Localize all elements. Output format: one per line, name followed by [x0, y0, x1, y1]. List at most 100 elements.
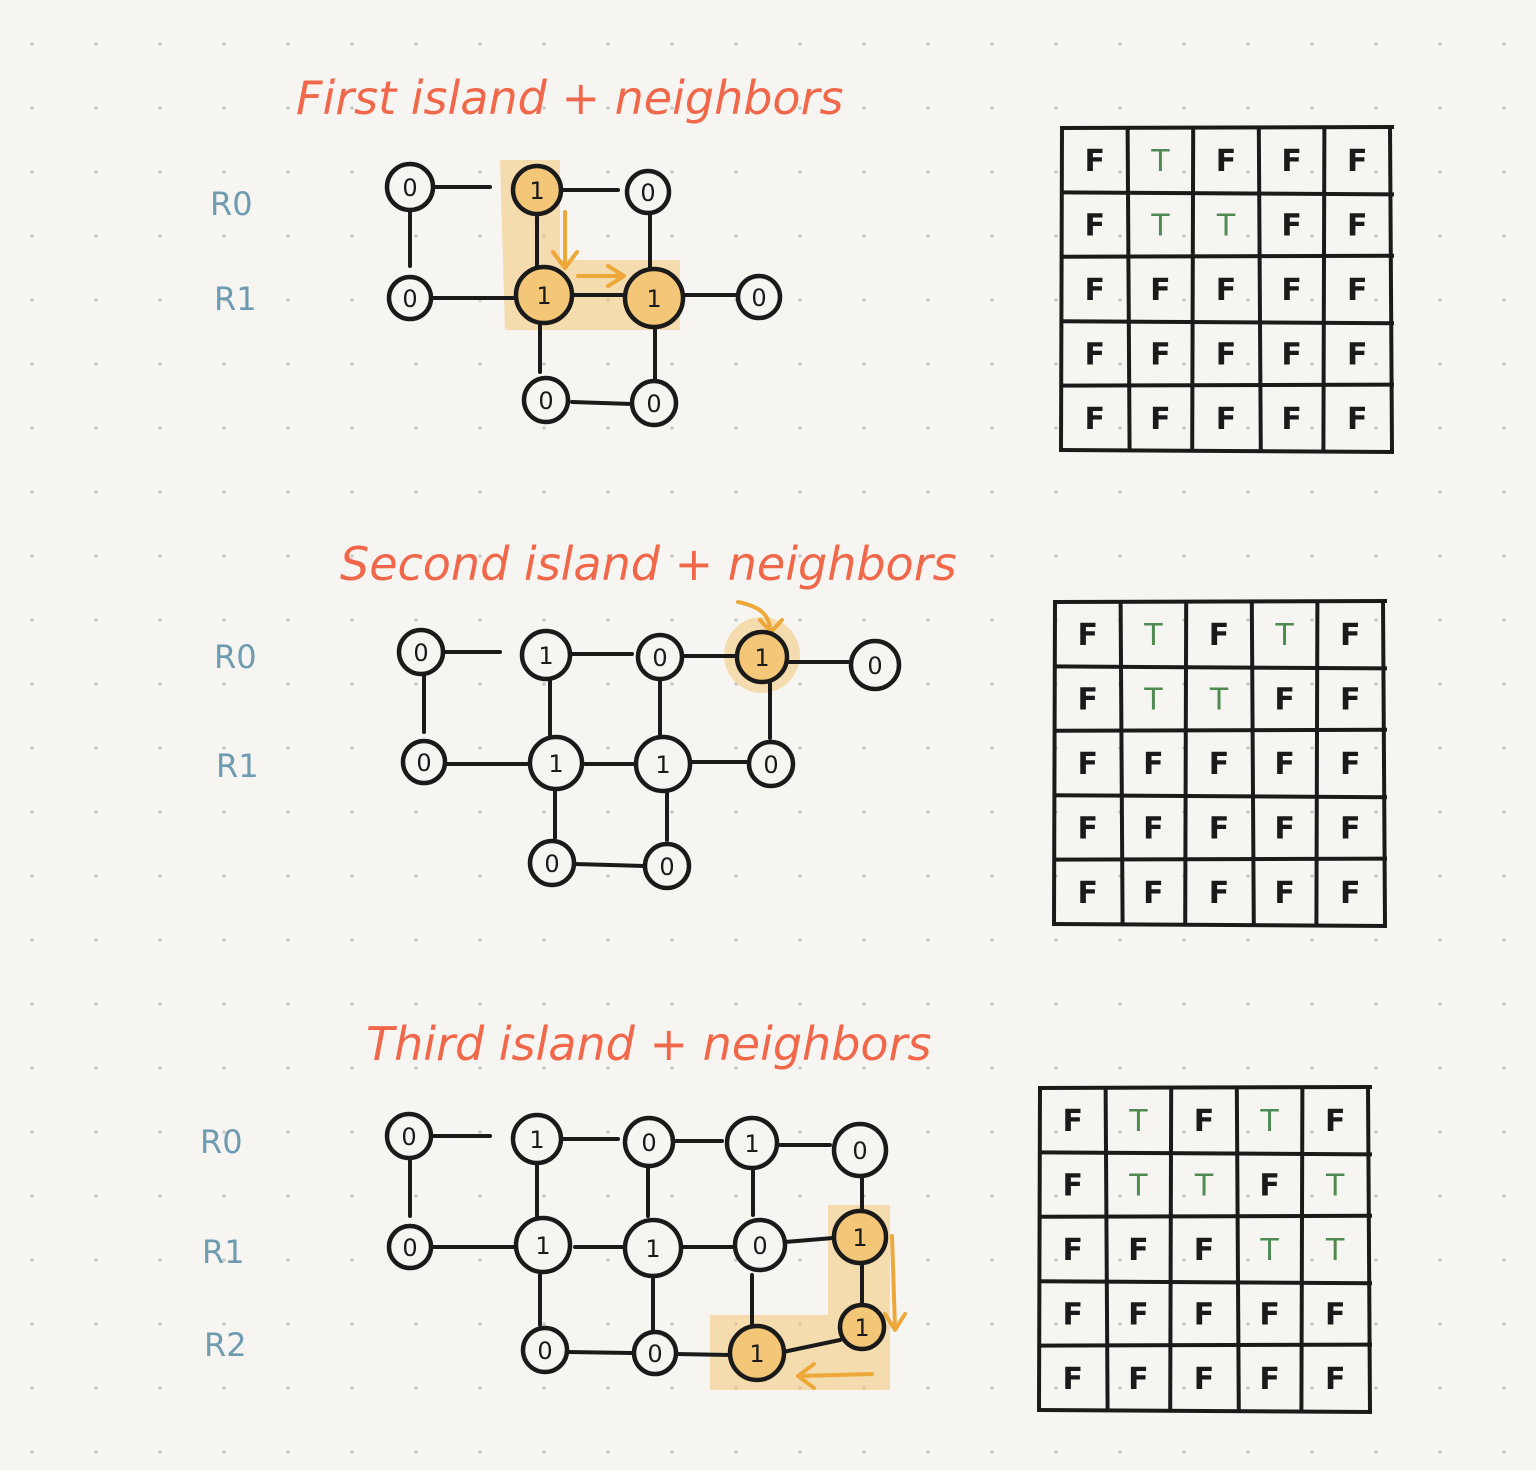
- grid-cell-false: F: [1259, 1169, 1280, 1204]
- grid-cell-true: T: [1274, 618, 1294, 653]
- grid-line-horizontal: [1052, 922, 1388, 928]
- row-label-r0: R0: [214, 638, 257, 676]
- grid-cell-false: F: [1259, 1362, 1280, 1397]
- grid-cell-false: F: [1340, 747, 1361, 782]
- svg-text:1: 1: [529, 1126, 544, 1154]
- graph-node: 0: [631, 1329, 679, 1377]
- grid-cell-false: F: [1274, 683, 1295, 718]
- graph-node: 0: [520, 1325, 570, 1375]
- row-label-r0: R0: [210, 185, 253, 223]
- grid-cell-false: F: [1194, 1104, 1215, 1139]
- grid-line-horizontal: [1059, 319, 1395, 326]
- grid-cell-false: F: [1128, 1297, 1149, 1332]
- grid-cell-false: F: [1194, 1233, 1215, 1268]
- grid-cell-false: F: [1085, 402, 1106, 437]
- grid-cell-false: F: [1274, 876, 1295, 911]
- graph-node: 1: [527, 734, 585, 792]
- svg-text:0: 0: [647, 1340, 662, 1368]
- graph-node: 1: [633, 734, 693, 794]
- grid-cell-true: T: [1143, 618, 1163, 653]
- graph-node: 0: [848, 638, 902, 692]
- grid-cell-false: F: [1085, 144, 1106, 179]
- graph-node: 0: [735, 273, 783, 321]
- svg-text:0: 0: [652, 644, 667, 672]
- svg-text:1: 1: [754, 644, 769, 672]
- panel-title: Second island + neighbors: [340, 537, 957, 591]
- graph-node: 0: [732, 1217, 788, 1273]
- row-label-r1: R1: [202, 1233, 245, 1271]
- grid-cell-false: F: [1325, 1297, 1346, 1332]
- grid-line-vertical: [1190, 125, 1196, 453]
- svg-text:1: 1: [536, 282, 551, 310]
- grid-line-horizontal: [1037, 1408, 1373, 1414]
- grid-cell-false: F: [1063, 1362, 1084, 1397]
- grid-cell-false: F: [1216, 273, 1237, 308]
- svg-text:1: 1: [538, 642, 553, 670]
- grid-cell-false: F: [1078, 811, 1099, 846]
- graph-node: 0: [622, 1115, 676, 1169]
- svg-text:1: 1: [854, 1314, 869, 1342]
- row-label-r1: R1: [214, 280, 257, 318]
- graph-node: 1: [510, 1112, 564, 1166]
- graph-node: 0: [831, 1121, 889, 1179]
- grid-cell-true: T: [1216, 209, 1236, 244]
- graph-node-highlighted: 1: [831, 1208, 889, 1266]
- grid-cell-false: F: [1128, 1362, 1149, 1397]
- svg-text:0: 0: [751, 284, 766, 312]
- svg-text:0: 0: [413, 639, 428, 667]
- grid-cell-false: F: [1143, 811, 1164, 846]
- svg-text:0: 0: [763, 751, 778, 779]
- graph-node: 0: [396, 627, 446, 677]
- grid-cell-true: T: [1150, 144, 1170, 179]
- grid-line-vertical: [1366, 1085, 1372, 1413]
- grid-cell-false: F: [1209, 876, 1230, 911]
- graph-node-highlighted: 1: [510, 163, 564, 217]
- graph-node: 0: [642, 841, 692, 891]
- grid-cell-false: F: [1194, 1362, 1215, 1397]
- grid-cell-false: F: [1063, 1169, 1084, 1204]
- grid-line-vertical: [1183, 599, 1189, 927]
- grid-cell-false: F: [1325, 1104, 1346, 1139]
- grid-cell-false: F: [1274, 747, 1295, 782]
- grid-cell-false: F: [1128, 1233, 1149, 1268]
- graph-node: 0: [521, 375, 571, 425]
- grid-cell-false: F: [1078, 876, 1099, 911]
- traversal-arrow-down: [883, 1234, 907, 1332]
- grid-line-vertical: [1103, 1085, 1110, 1413]
- graph-node-highlighted: 1: [734, 629, 790, 685]
- grid-cell-true: T: [1259, 1104, 1279, 1139]
- grid-line-horizontal: [1037, 1279, 1373, 1286]
- graph-node: 1: [513, 1215, 573, 1275]
- grid-cell-false: F: [1143, 876, 1164, 911]
- grid-cell-false: F: [1347, 337, 1368, 372]
- graph-node: 0: [624, 168, 672, 216]
- grid-cell-false: F: [1085, 337, 1106, 372]
- svg-text:1: 1: [548, 750, 563, 778]
- graph-node: 1: [519, 628, 573, 682]
- grid-cell-false: F: [1078, 618, 1099, 653]
- grid-line-vertical: [1052, 599, 1057, 927]
- grid-line-horizontal: [1052, 856, 1388, 862]
- svg-text:0: 0: [640, 179, 655, 207]
- svg-text:0: 0: [544, 850, 559, 878]
- grid-line-horizontal: [1037, 1213, 1373, 1219]
- grid-line-horizontal: [1037, 1085, 1373, 1090]
- grid-cell-true: T: [1143, 683, 1163, 718]
- svg-text:0: 0: [402, 174, 417, 202]
- row-label-r1: R1: [216, 747, 259, 785]
- svg-text:0: 0: [867, 652, 882, 680]
- grid-line-vertical: [1249, 599, 1256, 927]
- grid-cell-false: F: [1216, 144, 1237, 179]
- grid-cell-true: T: [1209, 683, 1229, 718]
- svg-text:0: 0: [416, 749, 431, 777]
- svg-text:0: 0: [402, 1234, 417, 1262]
- grid-line-vertical: [1234, 1085, 1241, 1413]
- svg-text:0: 0: [401, 1123, 416, 1151]
- graph-node: 0: [384, 161, 436, 213]
- grid-cell-false: F: [1078, 747, 1099, 782]
- svg-text:0: 0: [646, 390, 661, 418]
- svg-text:1: 1: [852, 1224, 867, 1252]
- graph-edges: [408, 185, 738, 406]
- grid-line-vertical: [1321, 125, 1327, 453]
